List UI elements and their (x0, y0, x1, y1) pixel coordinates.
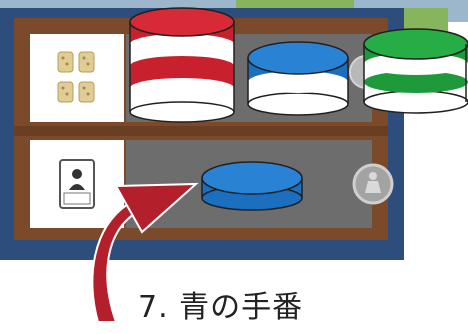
green-stack-top (363, 28, 468, 60)
blue-disc-placed (201, 161, 303, 211)
turn-arrow-icon (91, 182, 199, 323)
worker-token-icon (352, 163, 394, 205)
green-stack (363, 28, 468, 114)
red-stack (129, 7, 235, 123)
blue-stack-top (247, 41, 349, 75)
tray-divider (14, 126, 388, 136)
grain-card (30, 34, 124, 122)
red-stack-top (129, 7, 235, 37)
board-right-green (404, 8, 448, 32)
blue-disc-top (201, 161, 303, 195)
turn-caption: 7. 青の手番 (138, 290, 304, 325)
worker-card-icon (59, 159, 95, 209)
grain-tiles-icon (57, 51, 95, 103)
blue-stack (247, 41, 349, 116)
